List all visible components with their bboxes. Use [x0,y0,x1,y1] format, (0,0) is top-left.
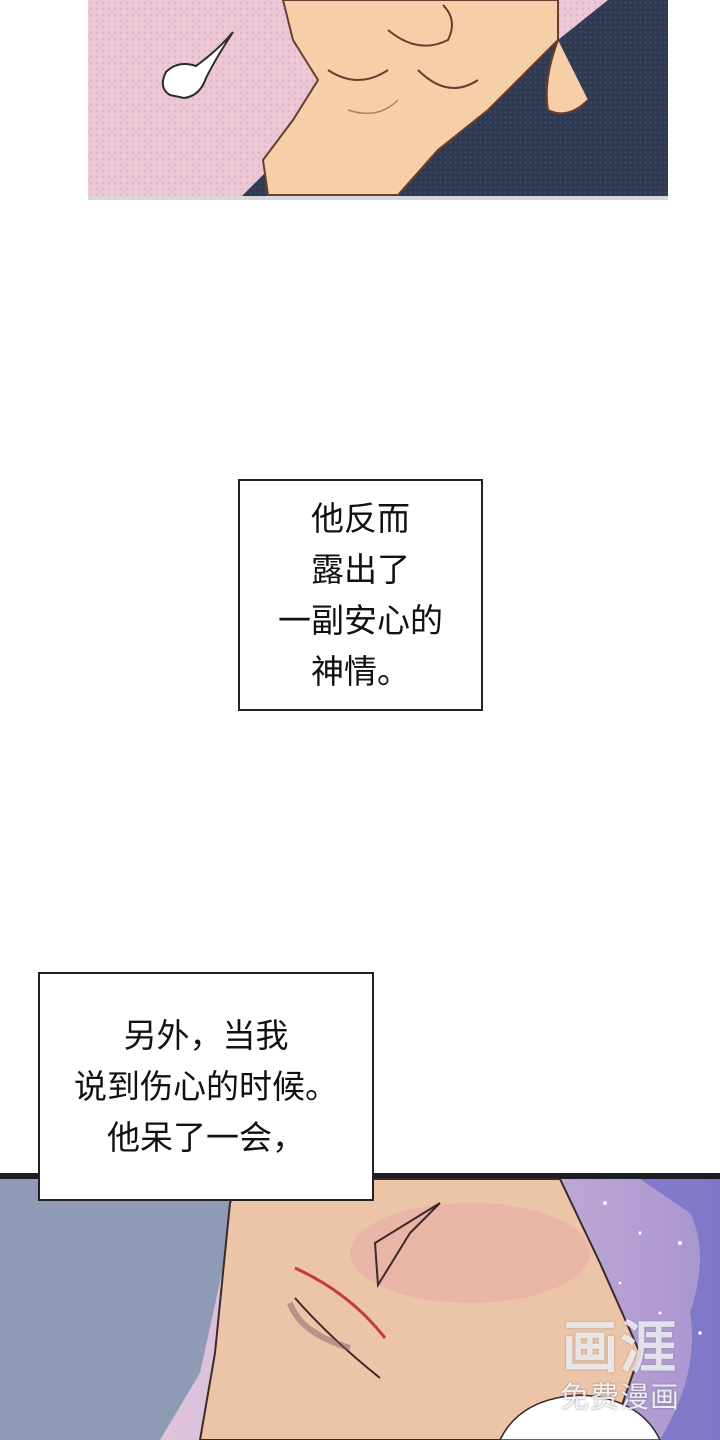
narration-line: 说到伤心的时候。 [74,1067,338,1106]
narration-line: 他反而 [311,499,410,538]
narration-line: 他呆了一会， [107,1118,305,1157]
watermark-logo: 画涯 [561,1316,678,1381]
watermark: 画涯 免费漫画 [559,1316,680,1415]
narration-text-2: 另外，当我 说到伤心的时候。 他呆了一会， [74,1010,338,1163]
narration-line: 一副安心的 [278,601,443,640]
face-closeup-illustration [0,1173,720,1440]
top-comic-panel [88,0,668,200]
bottom-comic-panel: 画涯 免费漫画 [0,1173,720,1440]
narration-box-2: 另外，当我 说到伤心的时候。 他呆了一会， [38,972,374,1201]
narration-line: 神情。 [311,652,410,691]
narration-box-1: 他反而 露出了 一副安心的 神情。 [238,479,483,711]
narration-line: 另外，当我 [123,1016,289,1055]
hands-illustration [88,0,668,200]
narration-text-1: 他反而 露出了 一副安心的 神情。 [278,493,443,697]
narration-line: 露出了 [311,550,410,589]
watermark-subtitle: 免费漫画 [559,1380,680,1414]
